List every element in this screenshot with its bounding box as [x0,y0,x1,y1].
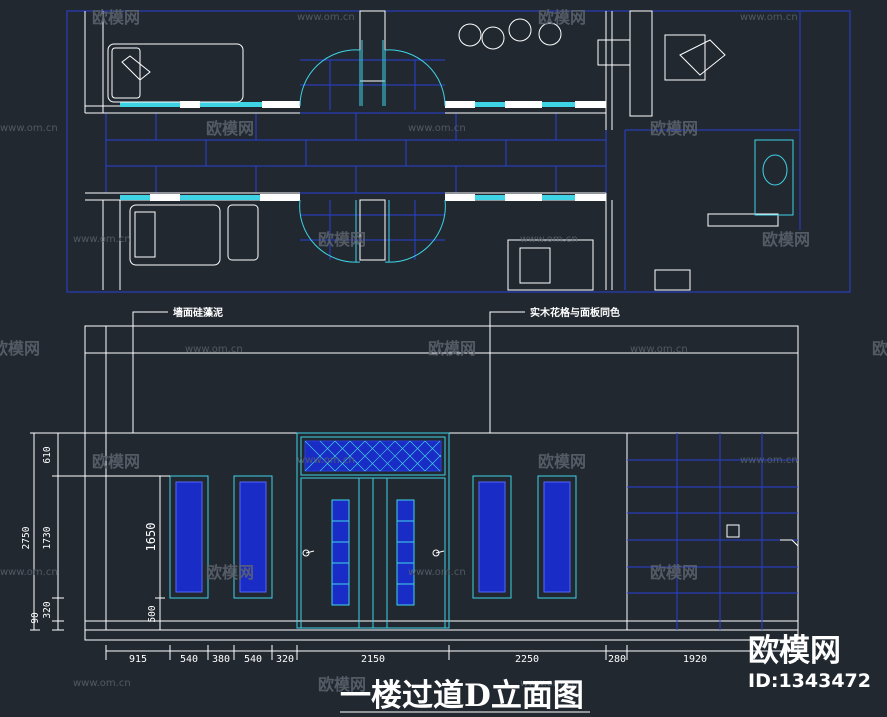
door-handle-icon [302,549,445,557]
glass-panel [169,475,209,599]
vertical-dimension-labels: 2750 610 1730 320 90 1650 500 [21,446,158,624]
watermark-brand: 欧模网 [538,452,586,471]
plan-walls [84,10,653,290]
dim-label: 1920 [683,654,707,665]
dim-label: 540 [180,654,198,665]
elevation [30,311,800,660]
watermark-brand: 欧模网 [92,452,140,471]
brand-logo: 欧模网 [748,633,841,669]
watermark-url: www.om.cn [0,123,58,134]
watermark-url: www.om.cn [520,678,578,689]
watermark-url: www.om.cn [520,234,578,245]
double-door [296,432,450,629]
watermark-url: www.om.cn [297,12,355,23]
note-wall-finish: 墙面硅藻泥 [173,306,223,319]
watermark-url: www.om.cn [73,234,131,245]
watermark-url: www.om.cn [0,567,58,578]
watermark-url: www.om.cn [73,678,131,689]
watermark-brand: 欧模网 [0,339,40,358]
door-insert-right [396,499,415,606]
dim-base-a: 90 [30,612,41,624]
note-lattice: 实木花格与面板同色 [530,306,620,319]
watermark-brand: 欧模网 [650,119,698,138]
plan-door-swings [299,40,446,263]
tiled-wall-section [626,433,799,630]
dim-middle: 1730 [42,526,53,549]
watermark-url: www.om.cn [630,344,688,355]
dim-label: 380 [212,654,230,665]
plan-furniture [107,18,794,291]
brand-id: ID:1343472 [748,670,871,692]
watermark-brand: 欧模网 [318,230,366,249]
watermark-url: www.om.cn [740,455,798,466]
elevation-frame [84,325,799,641]
watermark-brand: 欧模网 [428,339,476,358]
glass-panel [537,475,577,599]
dim-top: 610 [42,446,53,463]
watermark-url: www.om.cn [408,123,466,134]
lattice-transom [304,440,442,472]
floor-plan [66,10,851,293]
plan-window-strips [150,101,606,201]
watermark-brand: 欧模网 [318,675,366,694]
plan-cyan-glazing [120,102,575,200]
right-glass-panels [472,475,577,599]
plan-boundary [66,10,851,293]
dim-label: 320 [276,654,294,665]
glass-panel [472,475,512,599]
vertical-dimension-lines [30,432,170,631]
note-leaders [132,311,525,433]
watermark-url: www.om.cn [740,12,798,23]
watermarks: 欧模网 欧模网 欧模网 欧模网 欧模网 欧模网 欧模网 欧模网 欧模网 欧模网 … [0,8,887,694]
left-glass-panels [169,475,273,599]
watermark-url: www.om.cn [185,344,243,355]
dim-panel-base: 500 [147,605,158,622]
dim-panel-height: 1650 [144,523,158,552]
horizontal-dimension-line [105,645,800,660]
watermark-brand: 欧模网 [538,8,586,27]
watermark-brand: 欧模网 [650,563,698,582]
dim-label: 280 [608,654,626,665]
watermark-brand: 欧模网 [206,563,254,582]
dim-base-b: 320 [42,601,53,618]
lattice-pattern [304,440,442,472]
horizontal-dimension-labels: 915 540 380 540 320 2150 2250 280 1920 [129,654,707,665]
watermark-url: www.om.cn [297,455,355,466]
watermark-brand: 欧模网 [92,8,140,27]
drawing-title: 一楼过道D立面图 [340,678,584,714]
dim-label: 915 [129,654,147,665]
dim-label: 2150 [361,654,385,665]
watermark-brand: 欧模网 [206,119,254,138]
door-insert-left [331,499,350,606]
dim-label: 540 [244,654,262,665]
watermark-url: www.om.cn [408,567,466,578]
corridor-tiles [105,11,801,290]
glass-panel [233,475,273,599]
watermark-brand: 欧模网 [762,230,810,249]
dim-overall: 2750 [21,526,32,549]
watermark-brand: 欧模网 [872,339,887,358]
dim-label: 2250 [515,654,539,665]
